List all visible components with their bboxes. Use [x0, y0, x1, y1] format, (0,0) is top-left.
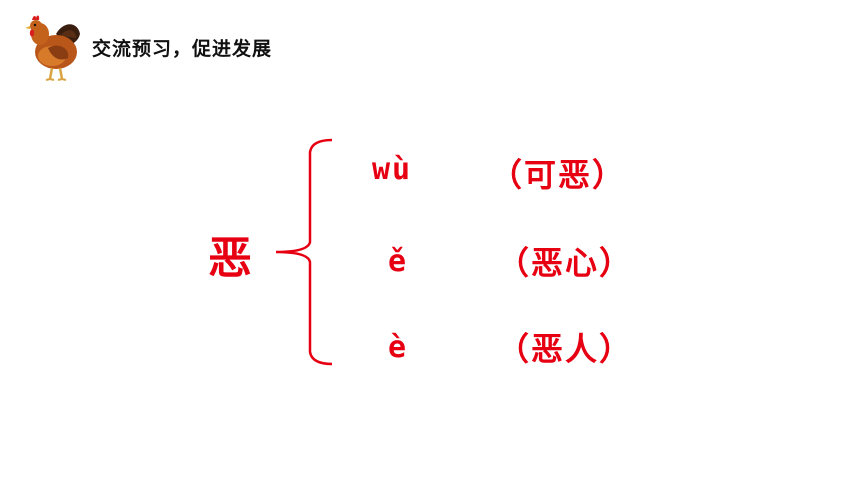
- reading-3-pinyin: è: [388, 330, 409, 365]
- curly-brace-icon: [275, 138, 333, 366]
- hen-icon: [26, 15, 80, 81]
- main-character: 恶: [208, 233, 252, 284]
- reading-2-pinyin: ě: [388, 244, 409, 279]
- reading-1-pinyin: wù: [372, 152, 413, 187]
- reading-1-word: （可恶）: [490, 156, 627, 194]
- reading-3-word: （恶人）: [497, 330, 634, 368]
- reading-2-word: （恶心）: [497, 244, 634, 282]
- slide-title: 交流预习，促进发展: [92, 38, 273, 60]
